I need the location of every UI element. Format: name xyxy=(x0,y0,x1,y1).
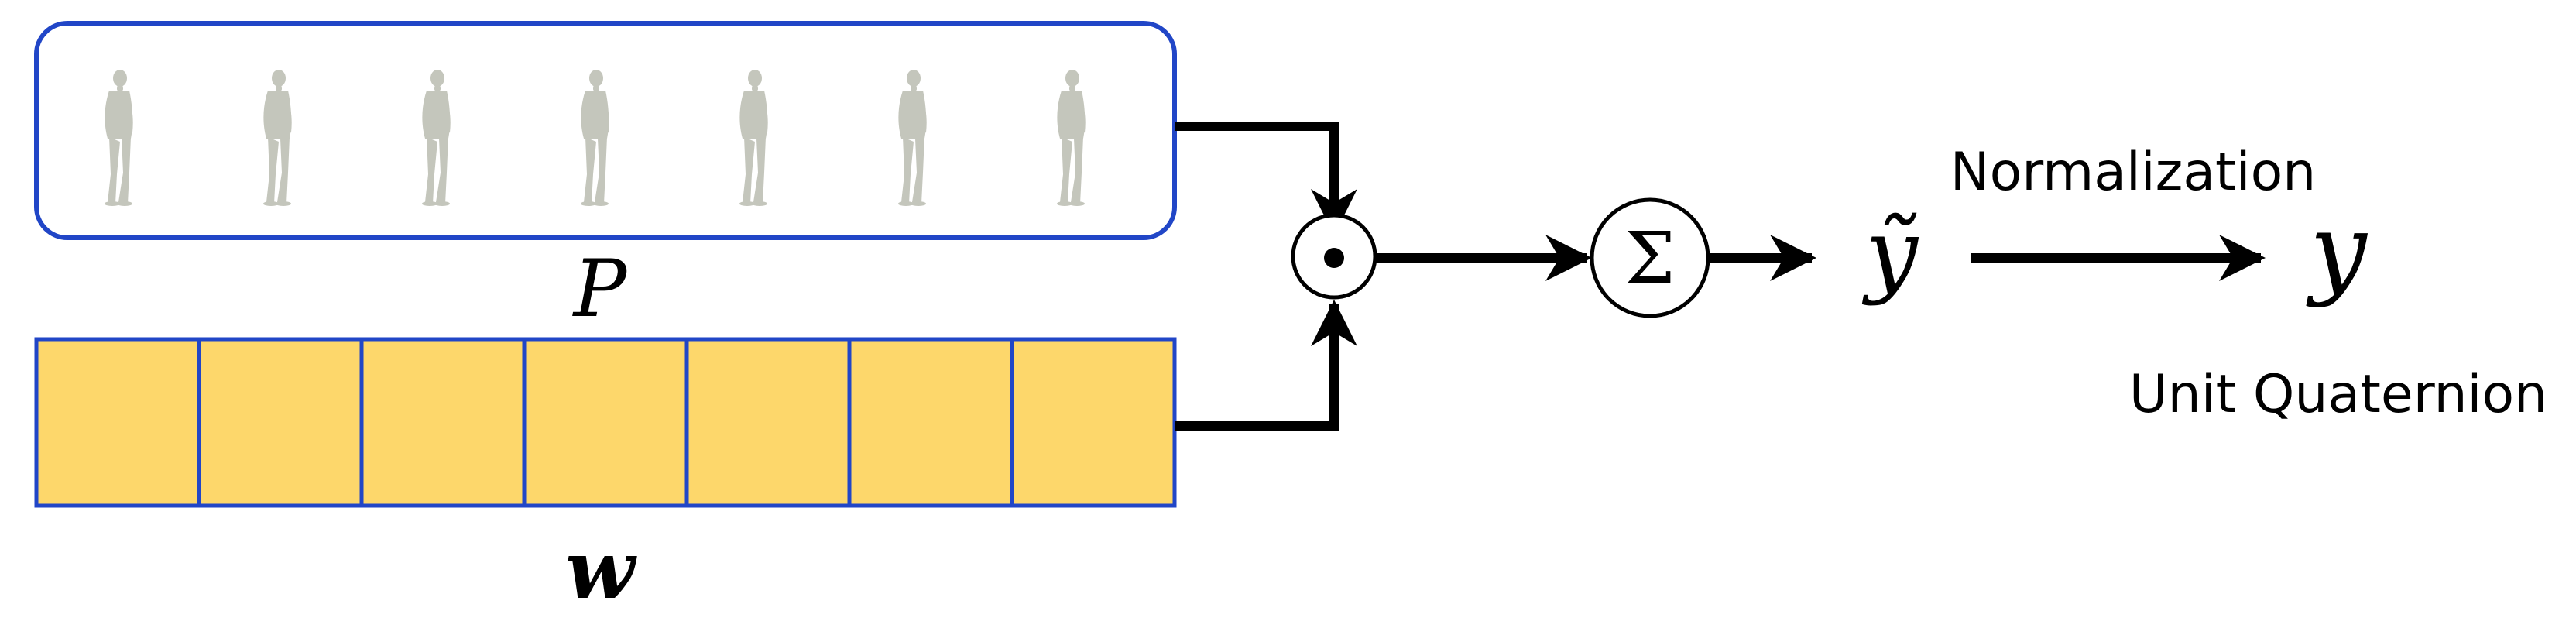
normalization-label: Normalization xyxy=(1950,142,2317,203)
weight-cell xyxy=(1010,337,1177,508)
sum-icon: Σ xyxy=(1590,197,1710,318)
weights-arrow xyxy=(1175,300,1357,431)
hadamard-product-icon xyxy=(1291,213,1377,300)
poses-arrow xyxy=(1175,122,1357,235)
y-tilde: ỹ xyxy=(1861,200,1919,307)
weight-cell xyxy=(34,337,201,508)
poses-label: P xyxy=(572,243,629,335)
weight-cell xyxy=(359,337,527,508)
y-output: y xyxy=(2306,191,2368,309)
weight-cell xyxy=(522,337,689,508)
unit-quaternion-label: Unit Quaternion xyxy=(2129,364,2547,425)
weights-label: w xyxy=(565,522,637,617)
sum-symbol: Σ xyxy=(1624,217,1675,300)
weight-cell xyxy=(684,337,852,508)
weight-cell xyxy=(847,337,1014,508)
weight-cell xyxy=(197,337,364,508)
weight-strip xyxy=(34,337,1177,508)
